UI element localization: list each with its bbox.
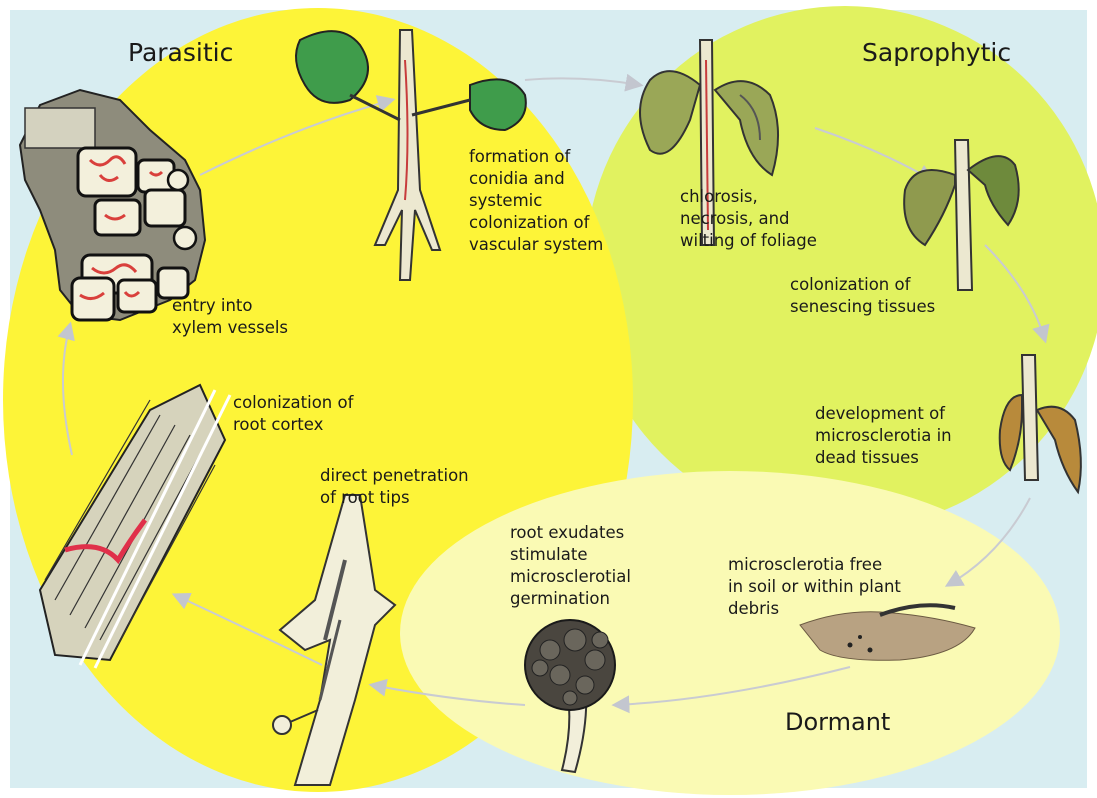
step-label-root-cortex: colonization of root cortex <box>233 392 353 436</box>
phase-label-parasitic: Parasitic <box>128 38 233 67</box>
step-label-conidia: formation of conidia and systemic coloni… <box>469 146 603 256</box>
step-label-senescing: colonization of senescing tissues <box>790 274 935 318</box>
phase-label-saprophytic: Saprophytic <box>862 38 1011 67</box>
step-label-xylem-entry: entry into xylem vessels <box>172 295 288 339</box>
step-label-root-penetration: direct penetration of root tips <box>320 465 469 509</box>
phase-label-dormant: Dormant <box>785 708 890 736</box>
step-label-free-in-soil: microsclerotia free in soil or within pl… <box>728 554 901 620</box>
step-label-microsclerotia-development: development of microsclerotia in dead ti… <box>815 403 952 469</box>
step-label-chlorosis: chlorosis, necrosis, and wilting of foli… <box>680 186 817 252</box>
step-label-root-exudates: root exudates stimulate microsclerotial … <box>510 522 631 610</box>
